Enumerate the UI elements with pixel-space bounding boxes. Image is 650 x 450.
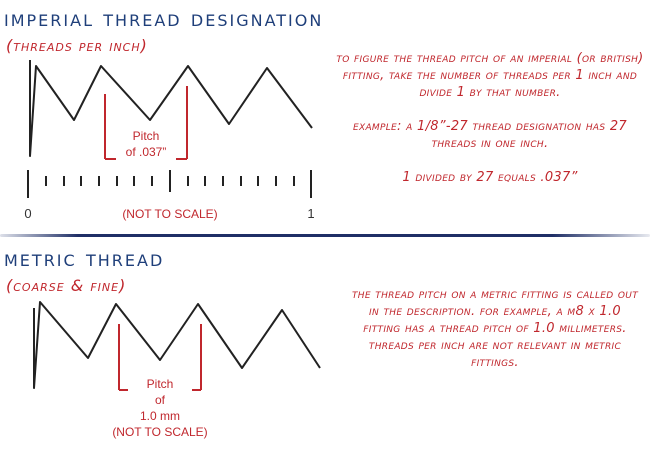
imperial-thread-diagram: Pitch of .037” 0 1 (NOT TO SCALE)	[24, 60, 315, 221]
imperial-description: To figure the thread pitch of an imperia…	[336, 51, 644, 100]
metric-pitch-label-1: Pitch	[147, 377, 174, 391]
imperial-calculation: 1 divided by 27 equals .037”	[402, 170, 578, 185]
metric-explanation: The thread pitch on a metric fitting is …	[352, 286, 638, 371]
imperial-not-to-scale: (NOT TO SCALE)	[122, 207, 217, 221]
metric-subtitle: (Coarse & Fine)	[6, 276, 127, 295]
scale-label-1: 1	[307, 206, 314, 221]
metric-title: Metric Thread	[4, 246, 165, 272]
inch-scale	[27, 170, 312, 198]
imperial-example: Example: A 1/8”-27 thread designation ha…	[353, 119, 627, 151]
imperial-pitch-label-1: Pitch	[133, 129, 160, 143]
metric-thread-diagram: Pitch of 1.0 mm (NOT TO SCALE)	[33, 301, 321, 439]
metric-not-to-scale: (NOT TO SCALE)	[112, 425, 207, 439]
imperial-thread-profile	[29, 60, 313, 157]
imperial-title: Imperial Thread Designation	[4, 6, 324, 32]
section-divider	[0, 234, 650, 237]
metric-thread-profile	[33, 301, 321, 389]
imperial-subtitle: (Threads Per Inch)	[6, 36, 148, 55]
metric-pitch-label-2: of	[155, 393, 166, 407]
metric-description: The thread pitch on a metric fitting is …	[352, 287, 638, 370]
imperial-explanation: To figure the thread pitch of an imperia…	[334, 50, 646, 203]
metric-pitch-label-3: 1.0 mm	[140, 409, 180, 423]
scale-label-0: 0	[24, 206, 31, 221]
imperial-pitch-label-2: of .037”	[126, 145, 167, 159]
